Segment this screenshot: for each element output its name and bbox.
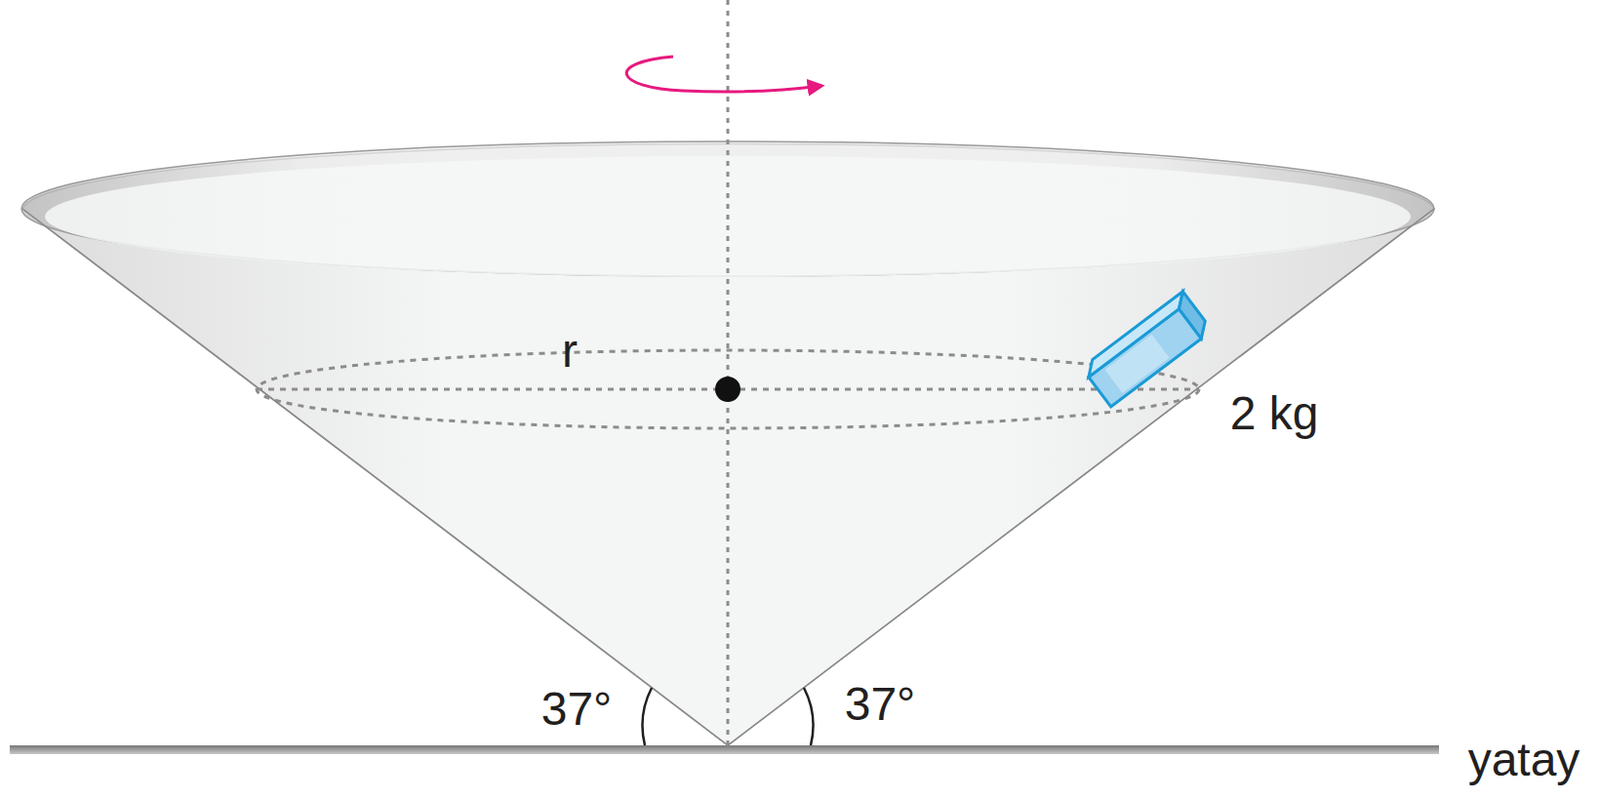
angle-label: 37°	[541, 685, 613, 733]
orbit-circle	[256, 350, 1200, 429]
horizontal-label: yatay	[1468, 736, 1581, 784]
rotation-axis	[726, 0, 730, 746]
angle-arc	[803, 687, 813, 746]
ground-line	[9, 745, 1440, 755]
center-dot	[715, 376, 741, 402]
cone-edge	[727, 208, 1435, 746]
radius-line	[256, 388, 728, 392]
mass-label: 2 kg	[1230, 390, 1320, 438]
angle-label: 37°	[844, 680, 917, 728]
cone-edge	[22, 208, 728, 746]
rotation-arrow	[626, 56, 822, 92]
angle-arc	[642, 687, 652, 746]
block	[1081, 291, 1213, 407]
radius-label: r	[561, 327, 578, 375]
